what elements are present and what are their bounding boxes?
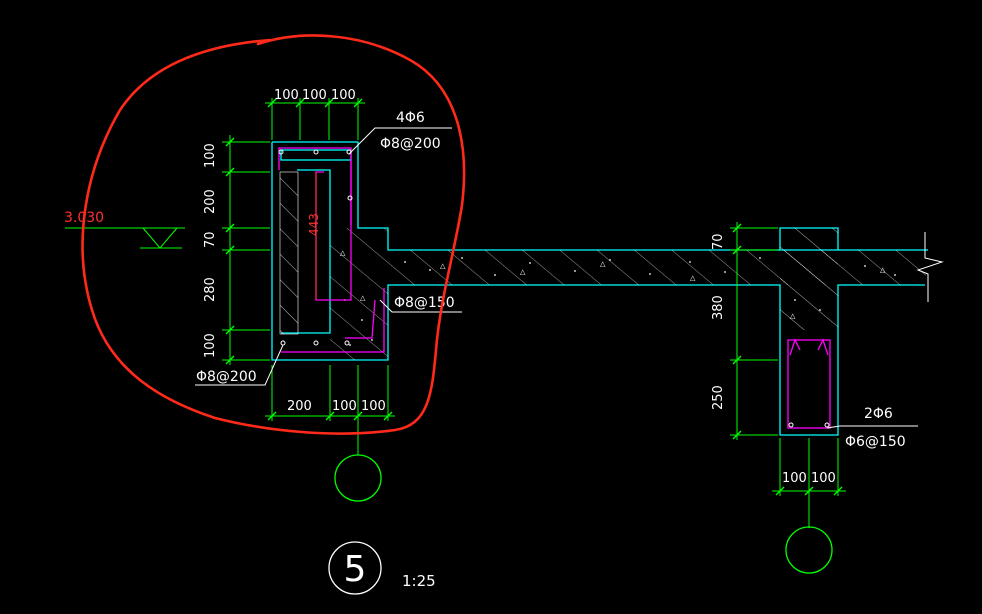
dimension-ticks bbox=[225, 98, 843, 496]
svg-text:△: △ bbox=[690, 274, 696, 282]
rebar-label-top-stirrup: Φ8@200 bbox=[380, 136, 441, 152]
dim-top-1: 100 bbox=[274, 88, 299, 103]
svg-text:△: △ bbox=[600, 260, 606, 268]
axis-bubble-left bbox=[334, 454, 382, 502]
dim-bottom-2: 100 bbox=[332, 399, 357, 414]
dimension-lines bbox=[65, 98, 846, 528]
rebar-label-top-main: 4Φ6 bbox=[396, 110, 425, 126]
svg-text:△: △ bbox=[440, 262, 446, 270]
dim-bottom-3: 100 bbox=[361, 399, 386, 414]
markup-circle bbox=[81, 34, 466, 435]
svg-text:△: △ bbox=[880, 266, 886, 274]
rebar-label-right-stirrup: Φ6@150 bbox=[845, 434, 906, 450]
aggregate-dots: △ △ △ △ △ △ △ △ bbox=[340, 249, 896, 346]
break-line bbox=[916, 232, 944, 302]
rebar-label-right-main: 2Φ6 bbox=[864, 406, 893, 422]
dim-right-bottom-2: 100 bbox=[811, 471, 836, 486]
detail-title-bubble bbox=[328, 541, 382, 595]
dim-right-bottom-1: 100 bbox=[782, 471, 807, 486]
right-rebar-dots bbox=[788, 422, 830, 428]
dim-left-2: 200 bbox=[203, 189, 218, 214]
detail-number: 5 bbox=[344, 549, 367, 590]
masonry-hatch bbox=[279, 171, 299, 335]
svg-text:△: △ bbox=[790, 312, 796, 320]
rebar-label-mid: Φ8@150 bbox=[394, 295, 455, 311]
dim-top-3: 100 bbox=[331, 88, 356, 103]
left-rebar-dots bbox=[278, 149, 353, 346]
rebar-label-bottom: Φ8@200 bbox=[196, 369, 257, 385]
inner-dim-label: 443 bbox=[307, 213, 321, 236]
right-rebar bbox=[787, 338, 831, 429]
svg-text:△: △ bbox=[520, 268, 526, 276]
dim-right-1: 70 bbox=[711, 233, 726, 250]
dim-right-2: 380 bbox=[711, 295, 726, 320]
dim-left-1: 100 bbox=[203, 143, 218, 168]
dim-left-3: 70 bbox=[203, 231, 218, 248]
dim-left-5: 100 bbox=[203, 333, 218, 358]
detail-scale: 1:25 bbox=[402, 572, 436, 590]
dim-bottom-1: 200 bbox=[287, 399, 312, 414]
leader-lines bbox=[195, 127, 918, 429]
dim-right-3: 250 bbox=[711, 385, 726, 410]
svg-text:△: △ bbox=[340, 249, 346, 257]
dim-left-4: 280 bbox=[203, 277, 218, 302]
axis-bubble-right bbox=[785, 526, 833, 574]
svg-text:△: △ bbox=[360, 294, 366, 302]
dim-top-2: 100 bbox=[302, 88, 327, 103]
slab-hatch bbox=[330, 228, 928, 360]
